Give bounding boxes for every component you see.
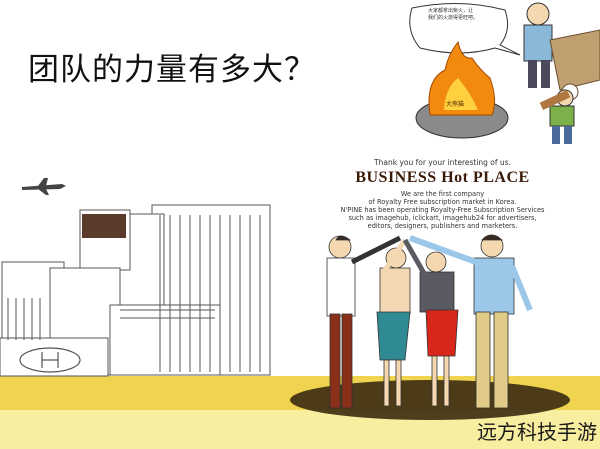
slide-title: 团队的力量有多大？ [28, 52, 316, 88]
ad-line-1: We are the first company [400, 190, 485, 198]
person-4-man-blue-shirt [408, 234, 533, 409]
speech-line-2: 我们的火烧得更旺吧。 [428, 15, 479, 21]
speech-line-1: 大家都拿出柴火，让 [428, 8, 474, 14]
person-2-woman-teal-skirt [376, 238, 411, 407]
ad-thanks-line: Thank you for your interesting of us. [374, 158, 511, 167]
person-3-woman-red-skirt [402, 238, 459, 407]
ad-text-block: Thank you for your interesting of us. BU… [315, 158, 570, 230]
ad-line-5: editors, designers, publishers and marke… [367, 222, 518, 230]
ad-line-2: of Royalty Free subscription market in K… [368, 198, 517, 206]
building-dark-window [82, 214, 126, 238]
ad-headline: BUSINESS Hot PLACE [355, 169, 530, 186]
person-1-man-brown-pants [326, 235, 402, 409]
building-low [109, 304, 221, 376]
team-figures [326, 234, 533, 409]
fire [428, 40, 496, 116]
ad-line-4: such as imagehub, iclickart, imagehub24 … [348, 214, 537, 222]
airplane [22, 178, 66, 195]
ad-line-3: N'PINE has been operating Royalty-Free S… [340, 206, 545, 214]
building-stripes [7, 215, 261, 372]
helipad [19, 347, 81, 373]
man-in-suit [523, 2, 553, 88]
boy-with-wood [539, 89, 575, 144]
speech-bubble [409, 3, 521, 56]
cart-with-wood [549, 29, 600, 101]
watermark: 远方科技手游 [477, 420, 597, 444]
fire-cartoon [409, 2, 600, 144]
speech-bubble-text: 大家都拿出柴火，让 我们的火烧得更旺吧。 [428, 8, 498, 22]
fire-label: 大熊猫 [446, 101, 465, 108]
helipad-base [0, 337, 109, 377]
